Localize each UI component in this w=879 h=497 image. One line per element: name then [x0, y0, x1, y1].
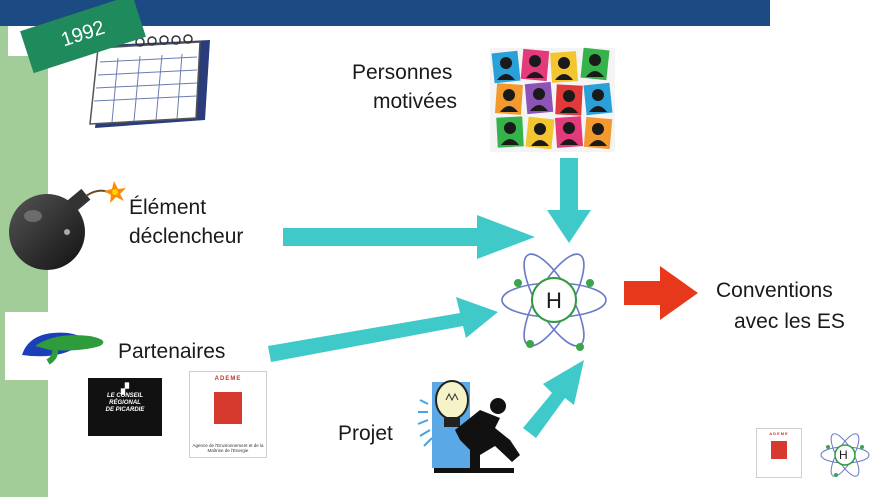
result-label-line1: Conventions: [716, 279, 833, 302]
people-label-line1: Personnes: [352, 61, 453, 84]
ademe-logo-subtitle: Agence de l'Environnement et de la Maîtr…: [192, 443, 264, 453]
trigger-label-line2: déclencheur: [129, 225, 244, 248]
arrow-people-shaft: [560, 158, 578, 212]
center-atom-label: H: [546, 288, 562, 313]
arrow-partners: [268, 297, 498, 362]
ademe-logo: ADEME Agence de l'Environnement et de la…: [189, 371, 267, 458]
picardie-council-logo: ▞ LE CONSEIL RÉGIONAL DE PICARDIE: [88, 378, 162, 436]
calendar-icon: [89, 34, 210, 128]
people-photos-icon: [490, 47, 615, 152]
arrow-trigger-shaft: [283, 228, 479, 246]
picardie-line2: RÉGIONAL: [109, 400, 141, 406]
partners-swirl-logo: [5, 312, 117, 380]
trigger-label-line1: Élément: [129, 196, 207, 219]
project-idea-icon: [417, 380, 520, 473]
flow-arrows: [268, 158, 591, 438]
mini-atom-label: H: [839, 448, 848, 462]
people-label-line2: motivées: [373, 90, 458, 113]
ademe-emblem-icon: [214, 392, 242, 424]
arrow-people-head: [547, 210, 591, 243]
arrow-trigger-head: [477, 215, 535, 259]
picardie-line1: LE CONSEIL: [106, 393, 143, 399]
arrow-project: [523, 360, 584, 438]
picardie-line3: DE PICARDIE: [105, 407, 145, 413]
ademe-small-emblem-icon: [771, 441, 787, 459]
picardie-emblem-icon: ▞: [121, 384, 129, 395]
result-label-line2: avec les ES: [734, 310, 845, 333]
ademe-small-title: ADEME: [769, 431, 789, 436]
mini-atom-logo: [820, 433, 870, 477]
central-atom-icon: [501, 253, 607, 351]
project-label: Projet: [338, 422, 393, 445]
ademe-logo-title: ADEME: [214, 376, 242, 382]
partners-label: Partenaires: [118, 340, 226, 363]
bomb-icon: [9, 181, 126, 270]
ademe-logo-small: ADEME: [756, 428, 802, 478]
result-arrow: [624, 266, 698, 320]
